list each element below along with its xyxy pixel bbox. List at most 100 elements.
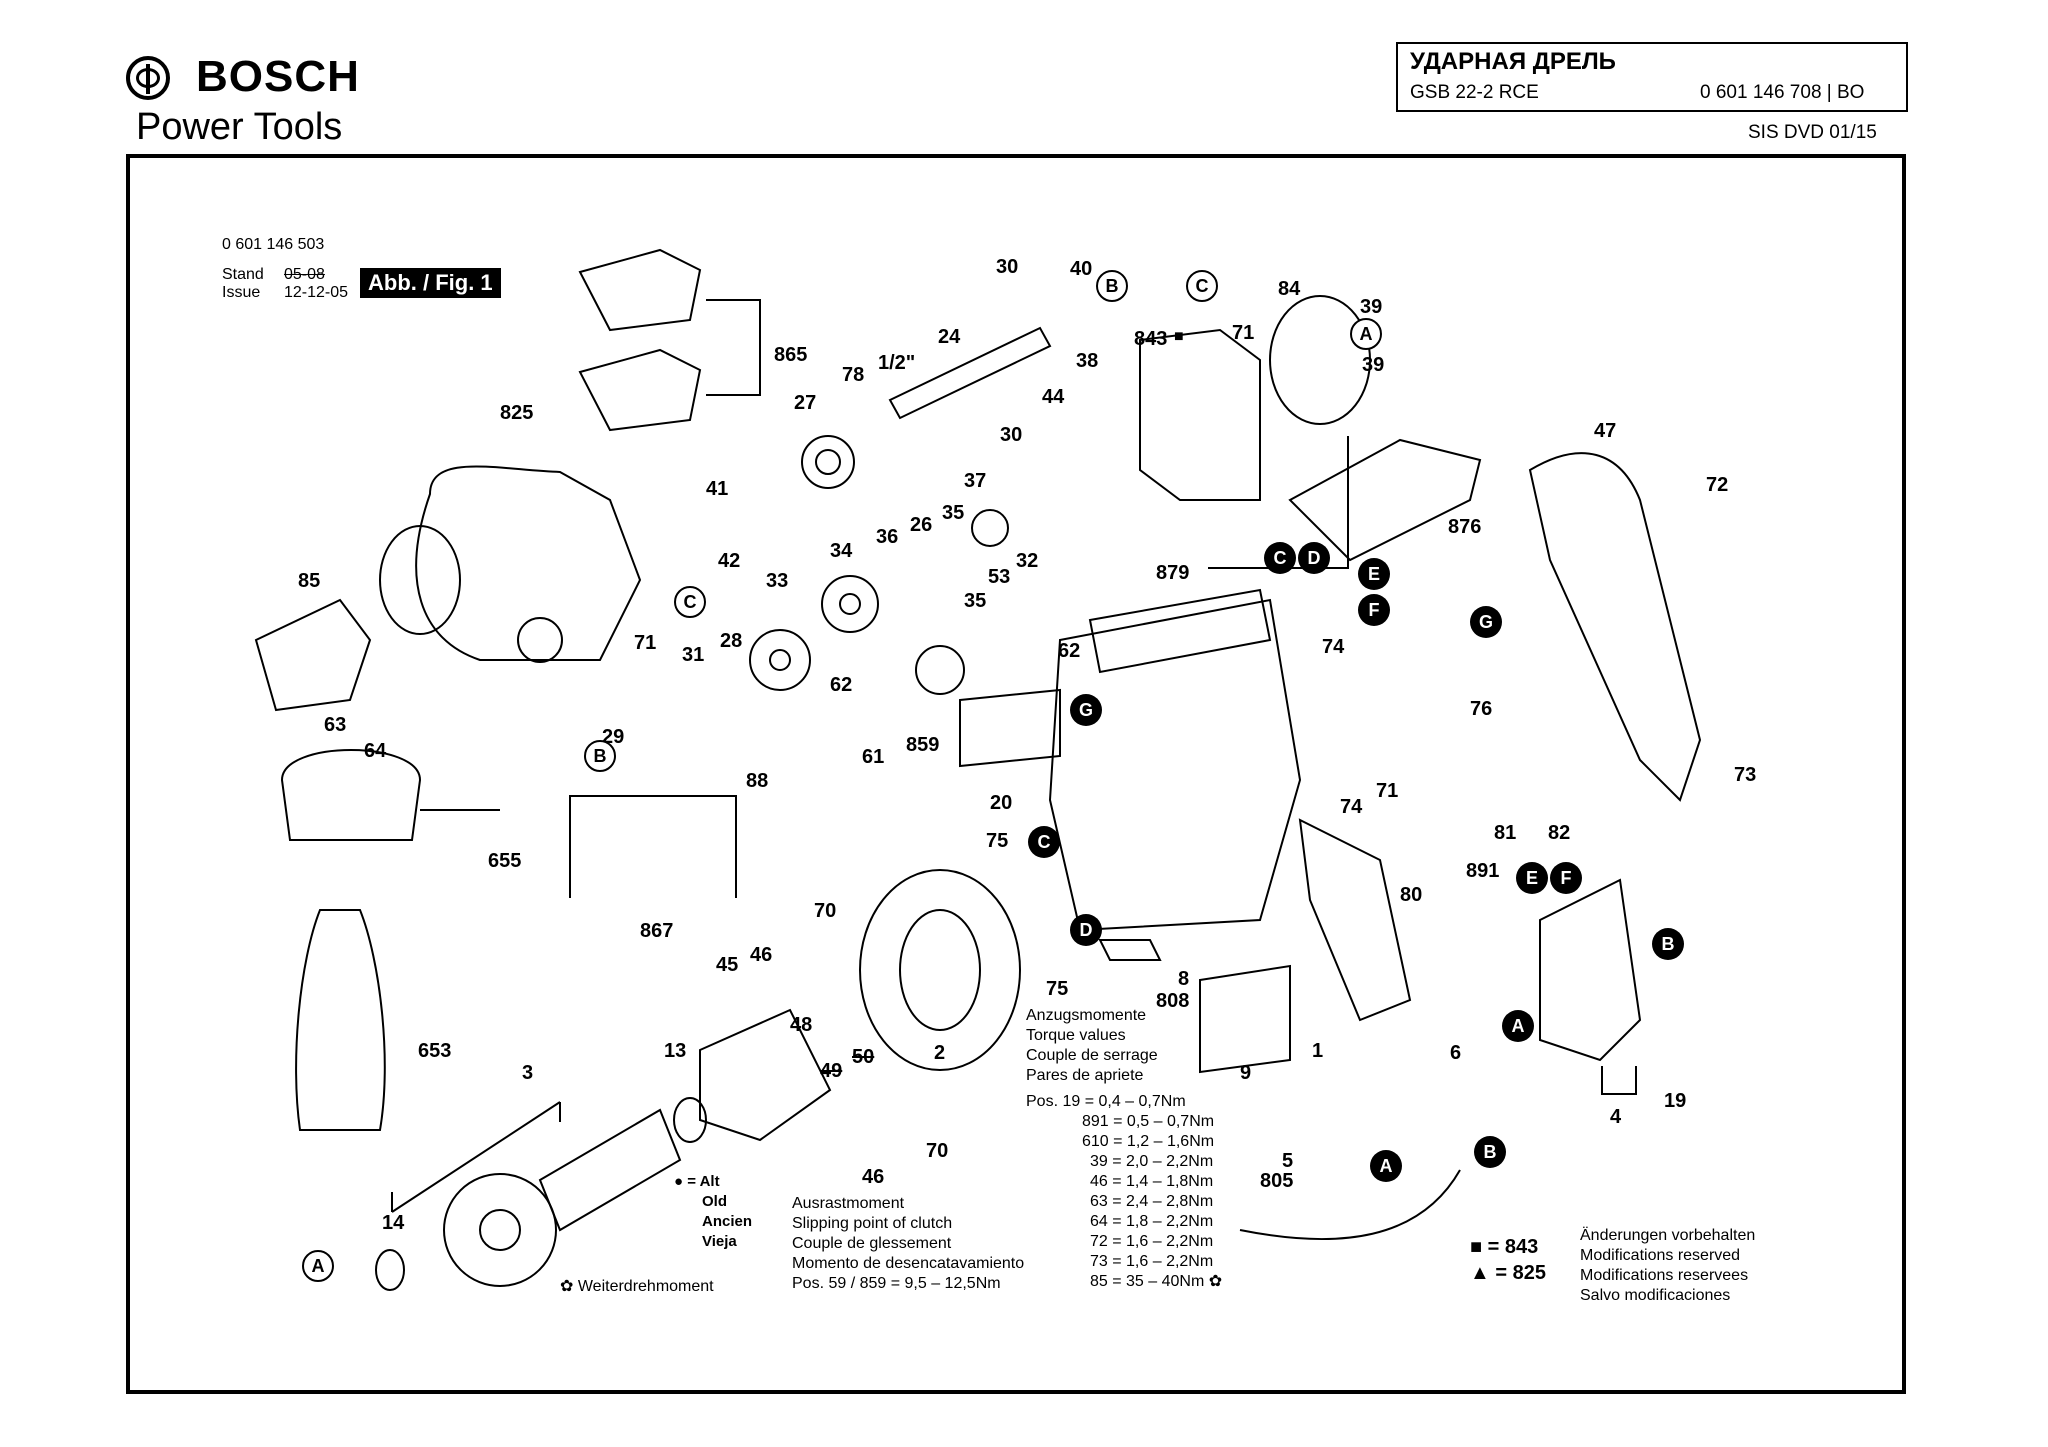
marker-a-white: A [1350,318,1382,350]
callout-71c: 71 [1376,780,1399,802]
symbol-triangle-825: ▲ = 825 [1470,1262,1546,1284]
clutch-value: Pos. 59 / 859 = 9,5 – 12,5Nm [792,1275,1001,1292]
marker-g-black-2: G [1070,694,1102,726]
callout-78: 78 [842,364,865,386]
callout-84: 84 [1278,278,1301,300]
label-20 [959,688,1061,768]
callout-45: 45 [716,954,739,976]
marker-c-white: C [1186,270,1218,302]
torque-row: 46 = 1,4 – 1,8Nm [1090,1173,1214,1190]
torque-header: Anzugsmomente [1026,1007,1147,1024]
callout-46a: 46 [750,944,773,966]
marker-c-black-2: C [1028,826,1060,858]
marker-d-black-2: D [1070,914,1102,946]
torque-rows: Pos. 19 = 0,4 – 0,7Nm 891 = 0,5 – 0,7Nm … [1026,1092,1222,1292]
callout-42: 42 [718,550,741,572]
gear-housing-outline [415,465,642,661]
cover-865-bottom [578,348,702,432]
bosch-logo-icon [126,56,170,100]
callout-808: 808 [1156,990,1190,1012]
marker-e-black-2: E [1516,862,1548,894]
sis-label: SIS DVD 01/15 [1748,122,1877,143]
armature-3 [538,1108,682,1232]
callout-49: 49 [820,1060,843,1082]
callout-half-inch: 1/2" [878,352,916,374]
callout-64: 64 [364,740,387,762]
legend-alt-symbol: ● = Alt [674,1173,720,1190]
torque-row: 891 = 0,5 – 0,7Nm [1082,1113,1215,1130]
legend-alt-line: Vieja [702,1233,737,1250]
callout-82: 82 [1548,822,1571,844]
callout-805: 805 [1260,1170,1294,1192]
label-808 [1098,939,1162,961]
callout-27: 27 [794,392,817,414]
callout-30b: 30 [1000,424,1023,446]
callout-40: 40 [1070,258,1093,280]
label-9 [1199,964,1291,1074]
baffle-13 [699,1008,832,1142]
callout-47: 47 [1594,420,1617,442]
callout-33: 33 [766,570,789,592]
marker-c-white-2: C [674,586,706,618]
callout-6: 6 [1450,1042,1462,1064]
callout-36: 36 [876,526,899,548]
torque-header: Pares de apriete [1026,1067,1144,1084]
callout-39b: 39 [1362,354,1385,376]
callout-46b: 46 [862,1166,885,1188]
motor-housing [1048,598,1302,932]
marker-b-white-2: B [584,740,616,772]
clutch-line: Momento de desencatavamiento [792,1255,1025,1272]
switch-4 [1539,878,1642,1062]
callout-70a: 70 [814,900,837,922]
marker-f-black-2: F [1550,862,1582,894]
clutch-line: Ausrastmoment [792,1195,905,1212]
marker-a-black: A [1502,1010,1534,1042]
callout-61: 61 [862,746,885,768]
handle-shell-47 [1528,452,1702,802]
changes-line: Modifications reserved [1580,1247,1741,1264]
torque-row: 64 = 1,8 – 2,2Nm [1090,1213,1214,1230]
callout-891: 891 [1466,860,1500,882]
callout-34: 34 [830,540,853,562]
symbol-square-843: ■ = 843 [1470,1236,1539,1258]
callout-73: 73 [1734,764,1757,786]
callout-48: 48 [790,1014,813,1036]
stand-label: Stand [222,266,264,283]
power-cord [1239,1169,1461,1241]
side-handle-grip [295,909,386,1131]
marker-g-black: G [1470,606,1502,638]
callout-75a: 75 [986,830,1009,852]
callout-20: 20 [990,792,1013,814]
callout-71a: 71 [634,632,657,654]
callout-19: 19 [1664,1090,1687,1112]
cover-865-top [578,248,702,332]
diagram-frame [126,154,1906,1394]
changes-line: Salvo modificaciones [1580,1287,1731,1304]
model-name: GSB 22-2 RCE [1410,82,1539,103]
marker-b-black: B [1652,928,1684,960]
callout-13: 13 [664,1040,687,1062]
spindle-24 [888,326,1052,420]
callout-76: 76 [1470,698,1493,720]
callout-9: 9 [1240,1062,1252,1084]
callout-53: 53 [988,566,1011,588]
callout-2: 2 [934,1042,946,1064]
callout-859: 859 [906,734,940,756]
callout-5: 5 [1282,1150,1294,1172]
callout-41: 41 [706,478,729,500]
callout-38: 38 [1076,350,1099,372]
callout-8: 8 [1178,968,1190,990]
torque-row: 73 = 1,6 – 2,2Nm [1090,1253,1214,1270]
callout-62b: 62 [1058,640,1081,662]
cover-879 [1288,438,1482,562]
callout-39a: 39 [1360,296,1383,318]
callout-655: 655 [488,850,522,872]
callout-3: 3 [522,1062,534,1084]
bracket-3 [391,1101,561,1213]
callout-14: 14 [382,1212,405,1234]
callout-63: 63 [324,714,347,736]
callout-74a: 74 [1322,636,1345,658]
housing-843 [1139,328,1261,501]
callout-825: 825 [500,402,534,424]
